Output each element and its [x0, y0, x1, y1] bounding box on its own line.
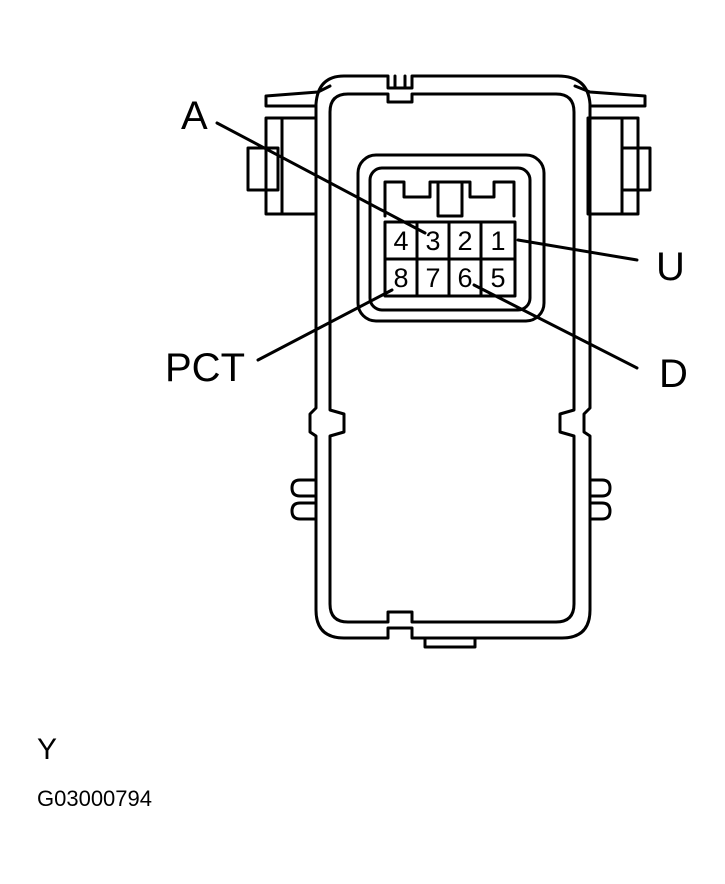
callout-a: A	[181, 94, 208, 138]
housing-outer	[308, 74, 592, 640]
callout-pct: PCT	[165, 346, 245, 390]
leader-a	[215, 121, 427, 235]
pin-2: 2	[457, 226, 472, 256]
pin-6: 6	[457, 263, 472, 293]
bottom-tab	[423, 636, 477, 649]
housing-inner	[328, 92, 576, 624]
pin-7: 7	[425, 263, 440, 293]
locking-key	[383, 180, 516, 218]
pin-1: 1	[490, 226, 505, 256]
connector-socket-outer	[356, 153, 546, 323]
right-clip	[586, 116, 652, 216]
pin-4: 4	[393, 226, 408, 256]
leader-pct	[256, 288, 394, 362]
pin-8: 8	[393, 263, 408, 293]
connector-socket-inner	[368, 166, 532, 312]
callout-d: D	[659, 352, 688, 396]
terminal-grid	[383, 220, 517, 298]
right-latch	[588, 478, 612, 521]
locking-key-tab	[436, 180, 464, 218]
left-clip	[246, 116, 318, 216]
caption-label: Y	[37, 733, 57, 766]
left-latch	[290, 478, 318, 521]
pin-3: 3	[425, 226, 440, 256]
figure-code: G03000794	[37, 786, 152, 811]
leader-lines	[215, 121, 639, 370]
leader-d	[472, 283, 639, 370]
callout-u: U	[656, 245, 685, 289]
leader-u	[516, 238, 639, 262]
pin-5: 5	[490, 263, 505, 293]
